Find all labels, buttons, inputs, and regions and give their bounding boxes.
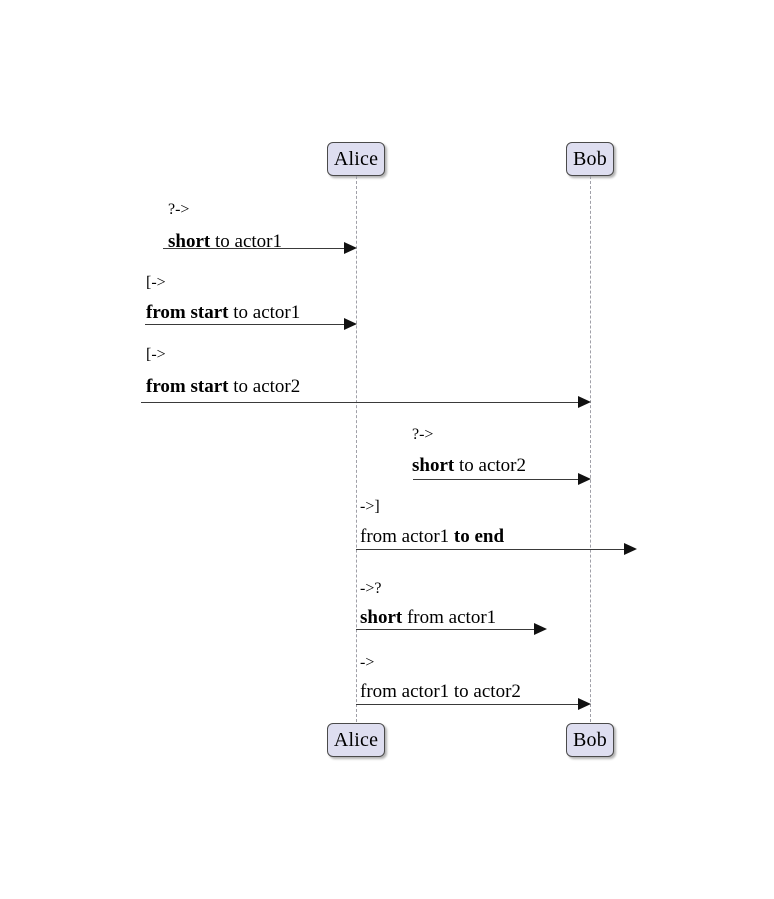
message-arrow-head-1 [344, 242, 357, 254]
message-text-1-bold: short [168, 231, 211, 252]
message-arrow-line-7 [356, 704, 579, 705]
message-arrow-head-2 [344, 318, 357, 330]
message-text-4-plain: to actor2 [454, 455, 526, 476]
message-arrow-line-6 [356, 629, 535, 630]
message-text-5-bold: to end [453, 526, 505, 547]
actor-box-alice-bottom[interactable]: Alice [327, 723, 385, 757]
actor-label-alice-top: Alice [333, 148, 379, 170]
message-text-5-plain: from actor1 [360, 526, 454, 547]
lifeline-alice [356, 176, 357, 722]
message-type-label-1: ?-> [168, 201, 190, 218]
message-text-7-plain: from actor1 to actor2 [360, 681, 521, 702]
message-type-label-6: ->? [360, 580, 382, 597]
message-text-6-bold: short [360, 607, 403, 628]
message-arrow-head-4 [578, 473, 591, 485]
message-text-2: from start to actor1 [146, 303, 300, 322]
message-arrow-line-3 [141, 402, 579, 403]
message-text-3: from start to actor2 [146, 377, 300, 396]
message-text-2-bold: from start [146, 302, 229, 323]
message-text-1: short to actor1 [168, 232, 282, 251]
actor-box-alice-top[interactable]: Alice [327, 142, 385, 176]
message-type-label-3: [-> [146, 346, 166, 363]
message-arrow-head-3 [578, 396, 591, 408]
message-type-label-5: ->] [360, 498, 380, 515]
message-text-3-bold: from start [146, 376, 229, 397]
message-type-label-4: ?-> [412, 426, 434, 443]
message-arrow-line-4 [413, 479, 579, 480]
message-text-4-bold: short [412, 455, 455, 476]
message-arrow-line-1 [163, 248, 345, 249]
message-text-1-plain: to actor1 [210, 231, 282, 252]
message-arrow-head-5 [624, 543, 637, 555]
actor-label-bob-top: Bob [573, 148, 607, 170]
actor-label-alice-bottom: Alice [333, 729, 379, 751]
message-text-7: from actor1 to actor2 [360, 682, 521, 701]
message-text-6-plain: from actor1 [402, 607, 497, 628]
actor-box-bob-top[interactable]: Bob [566, 142, 614, 176]
message-text-5: from actor1 to end [360, 527, 504, 546]
message-text-6: short from actor1 [360, 608, 496, 627]
message-arrow-line-5 [356, 549, 625, 550]
actor-label-bob-bottom: Bob [573, 729, 607, 751]
message-arrow-head-7 [578, 698, 591, 710]
message-type-label-7: -> [360, 654, 375, 671]
message-text-3-plain: to actor2 [228, 376, 301, 397]
message-type-label-2: [-> [146, 274, 166, 291]
lifeline-bob [590, 176, 591, 722]
message-arrow-line-2 [145, 324, 345, 325]
actor-box-bob-bottom[interactable]: Bob [566, 723, 614, 757]
message-text-4: short to actor2 [412, 456, 526, 475]
message-arrow-head-6 [534, 623, 547, 635]
message-text-2-plain: to actor1 [228, 302, 301, 323]
